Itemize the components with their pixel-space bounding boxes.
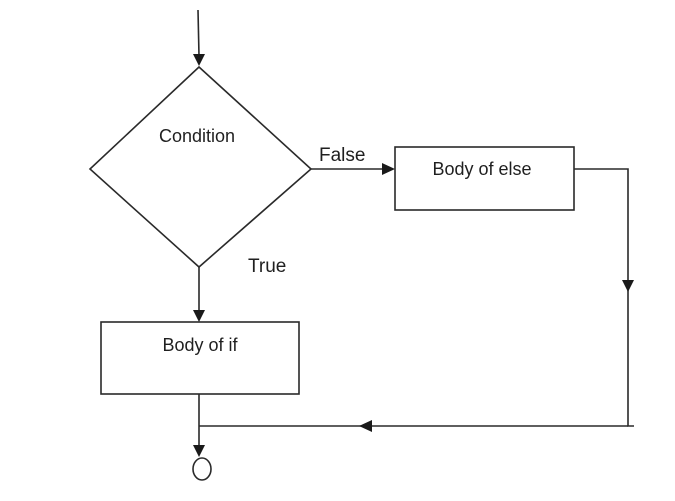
- exit-arrowhead: [193, 445, 205, 457]
- else-body-label: Body of else: [432, 159, 531, 179]
- condition-label: Condition: [159, 126, 235, 146]
- entry-connector: [197, 9, 200, 57]
- true-arrowhead: [193, 310, 205, 322]
- else-body-box: [394, 146, 575, 211]
- else-return-path: [574, 168, 634, 427]
- merge-arrowhead: [359, 420, 372, 432]
- false-arrowhead: [382, 163, 395, 175]
- condition-diamond: [88, 65, 313, 269]
- else-down-arrowhead: [622, 280, 634, 292]
- true-label: True: [248, 256, 286, 277]
- if-body-label: Body of if: [162, 335, 238, 355]
- false-label: False: [319, 145, 365, 166]
- entry-arrowhead: [193, 54, 205, 66]
- if-body-box: [100, 321, 300, 395]
- terminal-connector-circle: [192, 457, 212, 481]
